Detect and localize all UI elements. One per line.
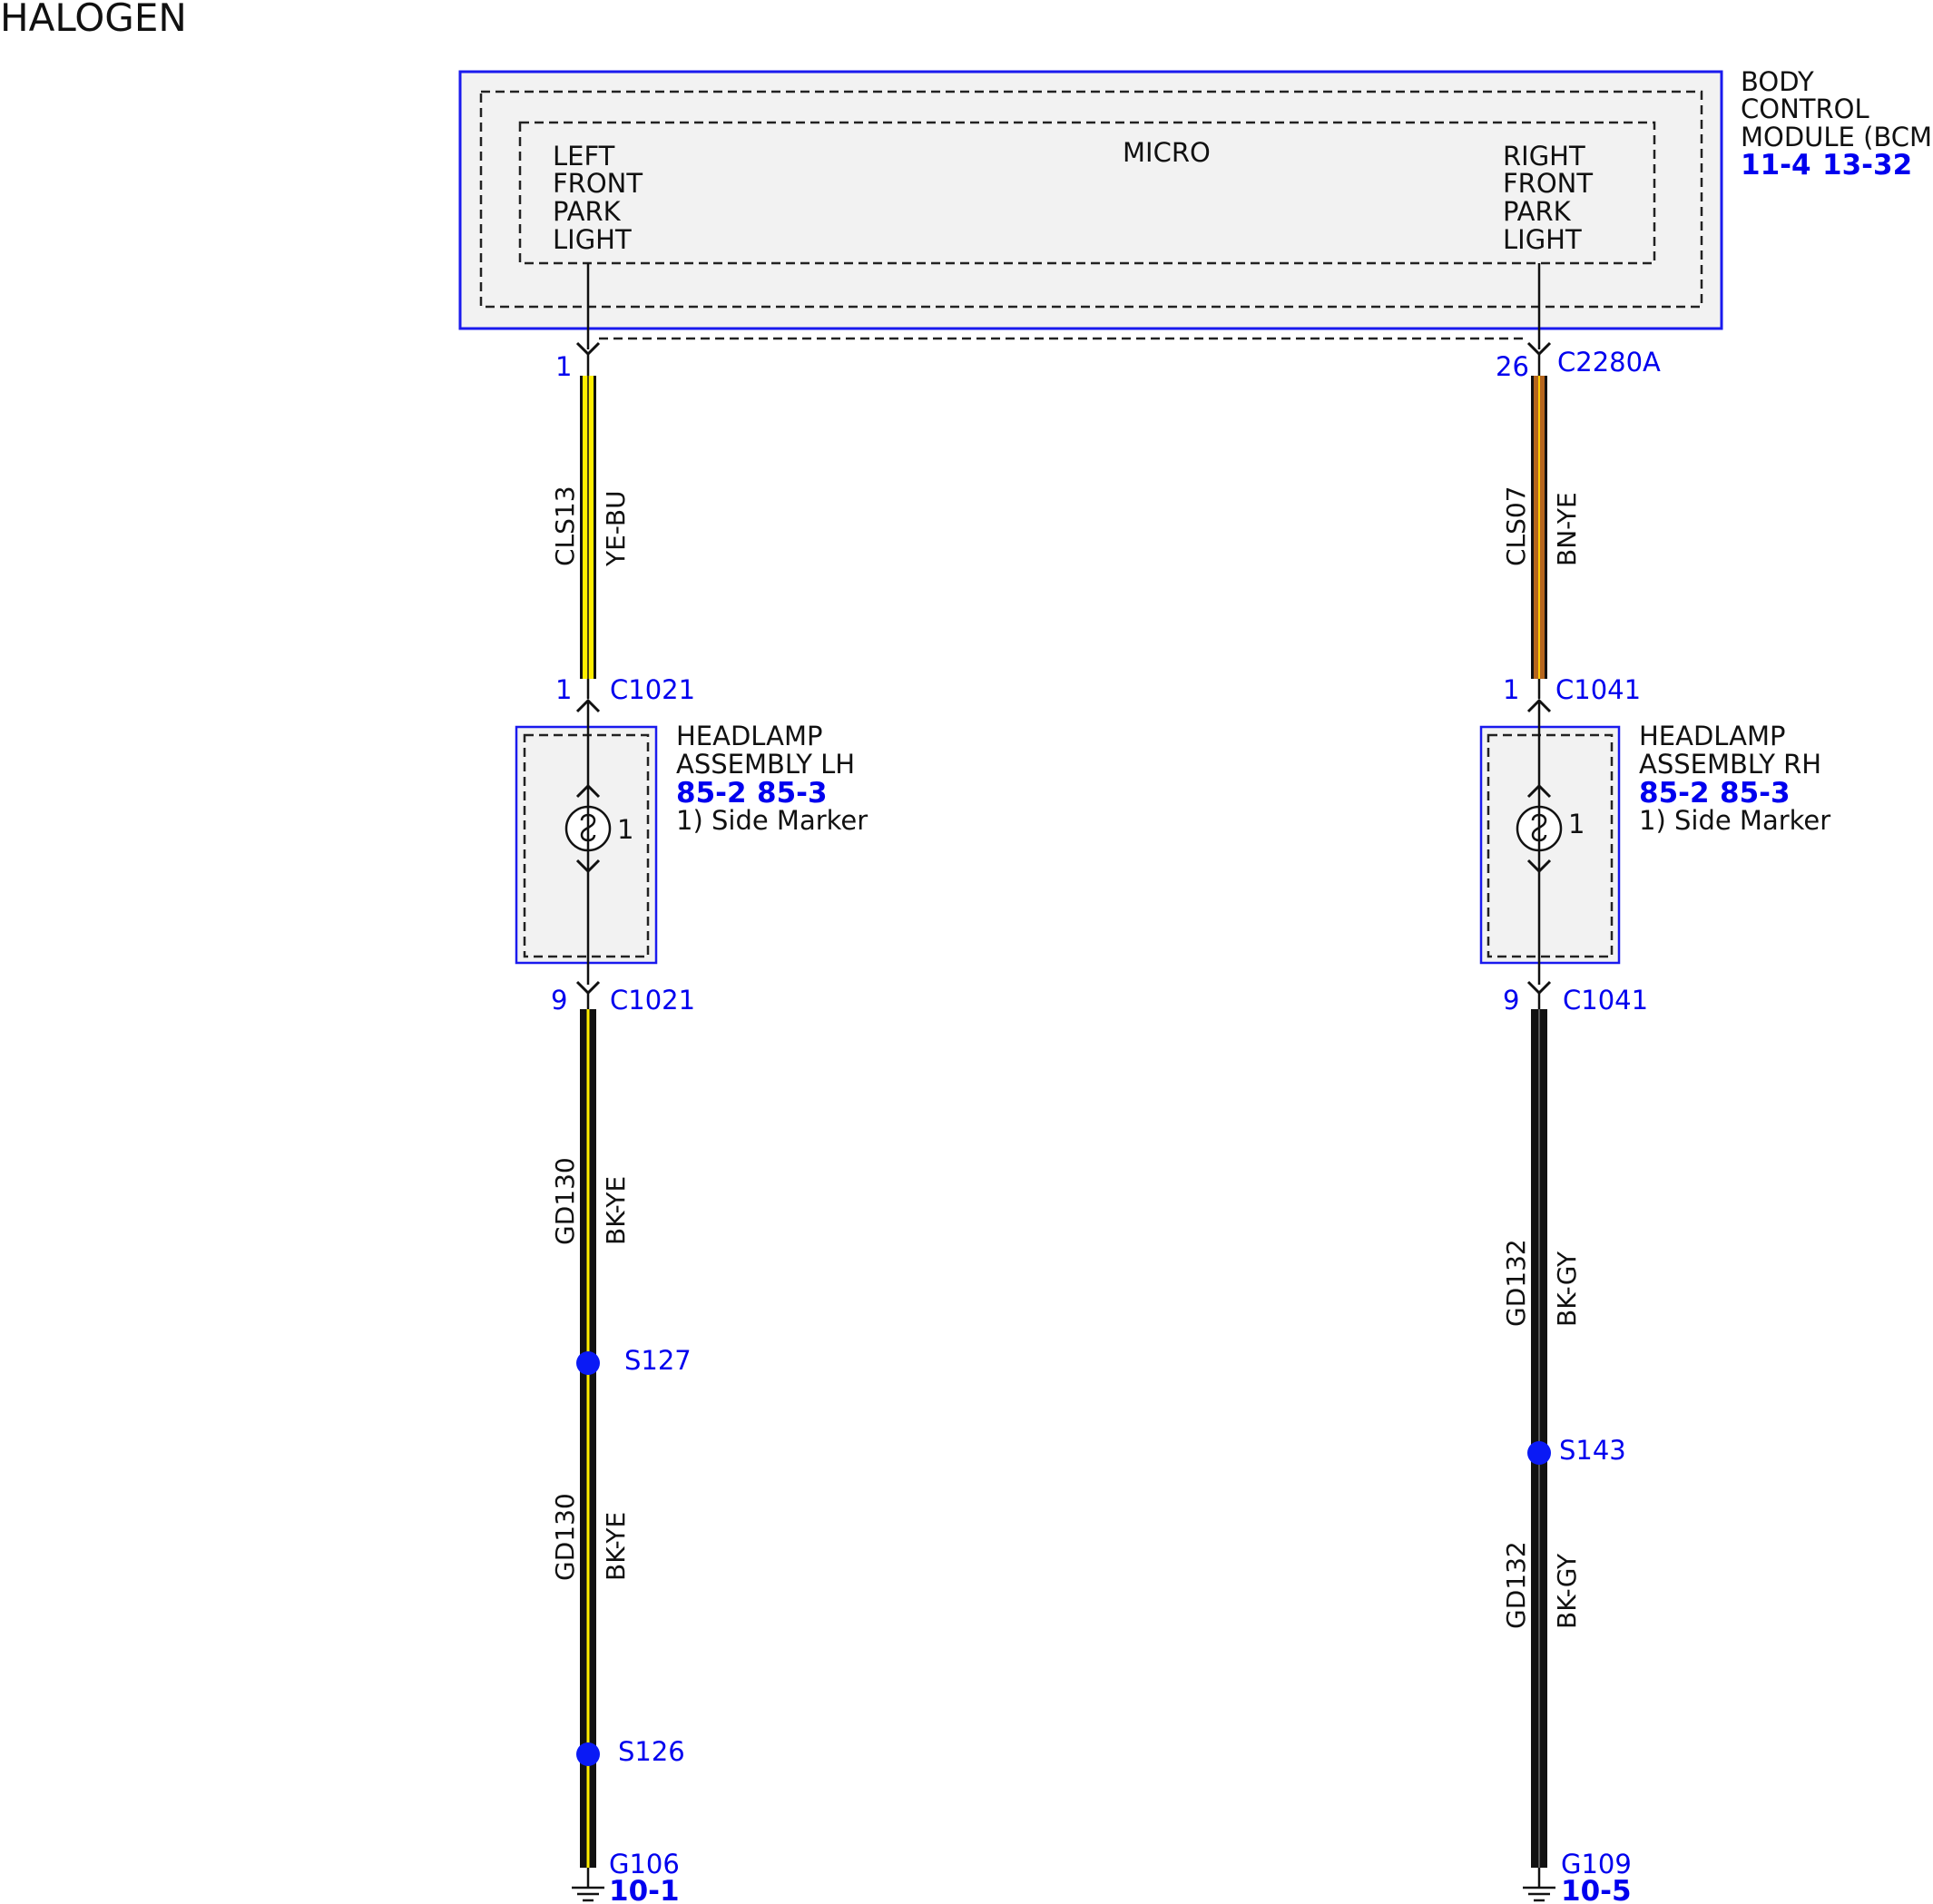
splice-s126-label: S126 xyxy=(618,1736,685,1767)
right-ground-wire-1-color: BK-GY xyxy=(1552,1251,1582,1327)
left-lamp-out-pin: 9 xyxy=(551,985,567,1016)
left-upper-wire-color: YE-BU xyxy=(601,490,631,567)
ground-g106-ref-link[interactable]: 10-1 xyxy=(609,1875,680,1904)
c2280a-connector-label: C2280A xyxy=(1557,347,1661,378)
headlamp-rh-ref-link-1[interactable]: 85-2 xyxy=(1639,777,1710,810)
right-lamp-out-connector: C1041 xyxy=(1563,985,1648,1016)
splice-s126 xyxy=(576,1742,600,1766)
left-ground-wire-2-circuit: GD130 xyxy=(550,1493,580,1581)
right-output-label-2: FRONT xyxy=(1503,168,1593,199)
right-ground-wire-1-circuit: GD132 xyxy=(1501,1239,1531,1327)
right-upper-wire-circuit: CLS07 xyxy=(1501,486,1531,566)
splice-s143 xyxy=(1527,1441,1551,1465)
side-marker-rh-label: 1 xyxy=(1568,809,1585,839)
bcm-ref-link-2[interactable]: 13-32 xyxy=(1822,149,1912,182)
right-ground-wire-2-circuit: GD132 xyxy=(1501,1541,1531,1629)
splice-s127 xyxy=(576,1351,600,1375)
right-output-label-3: PARK xyxy=(1503,196,1572,227)
ground-g109-icon xyxy=(1523,1886,1555,1902)
micro-dashed-box xyxy=(518,121,1656,265)
left-upper-wire-circuit: CLS13 xyxy=(550,486,580,566)
left-ground-wire-1-color: BK-YE xyxy=(601,1176,631,1245)
left-circuit: CLS13 YE-BU 1 C1021 1 HEADLAMP ASSEMBLY … xyxy=(515,354,868,1904)
micro-label: MICRO xyxy=(1123,137,1211,168)
right-lamp-out-pin: 9 xyxy=(1503,985,1519,1016)
headlamp-lh-name-2: ASSEMBLY LH xyxy=(676,749,855,780)
right-circuit: CLS07 BN-YE 1 C1041 1 HEADLAMP ASSEMBLY … xyxy=(1479,354,1830,1904)
ground-g109-ref-link[interactable]: 10-5 xyxy=(1561,1875,1632,1904)
headlamp-lh-ref-link-2[interactable]: 85-3 xyxy=(757,777,828,810)
headlamp-lh-ref-link-1[interactable]: 85-2 xyxy=(676,777,747,810)
left-lamp-out-connector: C1021 xyxy=(610,985,695,1016)
bcm-inner-dashed-box xyxy=(479,90,1703,309)
bcm-ref-link-1[interactable]: 11-4 xyxy=(1741,149,1811,182)
right-output-label-4: LIGHT xyxy=(1503,224,1582,255)
left-ground-wire-1-circuit: GD130 xyxy=(550,1157,580,1245)
left-output-label-2: FRONT xyxy=(553,168,643,199)
splice-s127-label: S127 xyxy=(624,1345,692,1376)
right-lamp-in-pin: 1 xyxy=(1503,674,1519,705)
left-lamp-in-pin: 1 xyxy=(555,674,572,705)
splice-s143-label: S143 xyxy=(1559,1435,1626,1466)
left-output-label-3: PARK xyxy=(553,196,622,227)
right-upper-wire-color: BN-YE xyxy=(1552,492,1582,566)
bcm-outer-box xyxy=(458,70,1723,330)
body-control-module: MICRO LEFT FRONT PARK LIGHT RIGHT FRONT … xyxy=(458,66,1933,349)
bcm-name-line-3: MODULE (BCM) xyxy=(1741,122,1933,152)
headlamp-rh-dashed-box xyxy=(1487,733,1614,958)
left-output-label-1: LEFT xyxy=(553,141,615,172)
left-lamp-in-connector: C1021 xyxy=(610,674,695,705)
right-ground-wire-2-color: BK-GY xyxy=(1552,1553,1582,1629)
ground-g109-label: G109 xyxy=(1561,1849,1632,1879)
diagram-title: HALOGEN xyxy=(0,0,187,40)
right-output-label-1: RIGHT xyxy=(1503,141,1585,172)
left-output-label-4: LIGHT xyxy=(553,224,632,255)
bcm-name-line-2: CONTROL xyxy=(1741,93,1869,124)
headlamp-rh-name-2: ASSEMBLY RH xyxy=(1639,749,1821,780)
headlamp-lh-note: 1) Side Marker xyxy=(676,805,868,836)
bcm-name-line-1: BODY xyxy=(1741,66,1814,97)
left-bcm-pin: 1 xyxy=(555,351,572,382)
right-lamp-in-connector: C1041 xyxy=(1555,674,1641,705)
headlamp-rh-note: 1) Side Marker xyxy=(1639,805,1830,836)
headlamp-lh-name-1: HEADLAMP xyxy=(676,721,822,751)
headlamp-rh-ref-link-2[interactable]: 85-3 xyxy=(1720,777,1791,810)
side-marker-lh-label: 1 xyxy=(617,814,633,845)
headlamp-lh-dashed-box xyxy=(523,733,650,958)
headlamp-rh-name-1: HEADLAMP xyxy=(1639,721,1785,751)
ground-g106-label: G106 xyxy=(609,1849,680,1879)
right-bcm-pin: 26 xyxy=(1496,351,1529,382)
ground-g106-icon xyxy=(572,1886,604,1902)
left-ground-wire-2-color: BK-YE xyxy=(601,1512,631,1581)
